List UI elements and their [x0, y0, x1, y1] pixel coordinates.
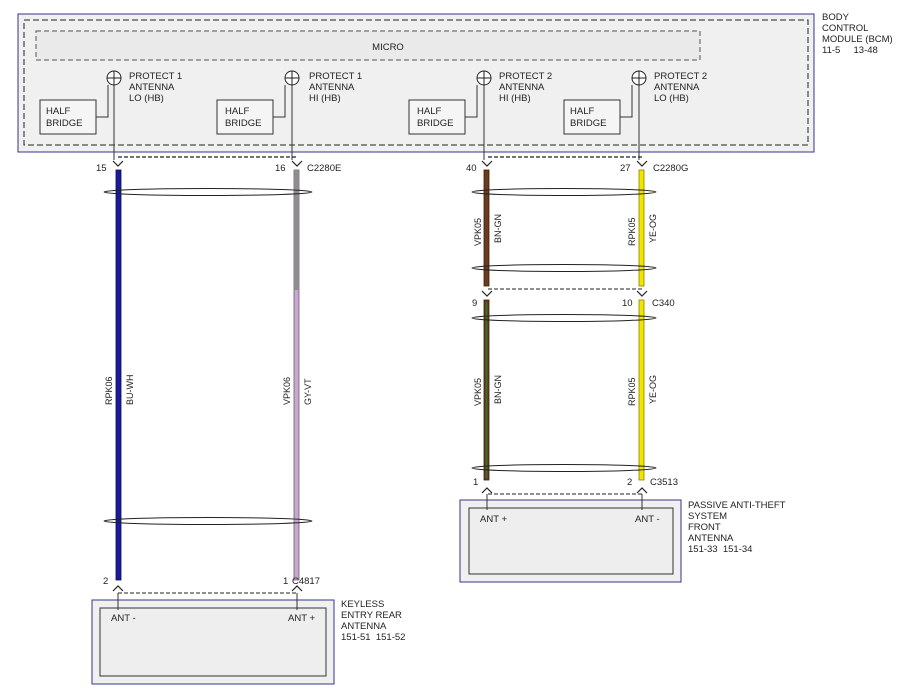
twist-markers — [103, 188, 657, 525]
pin-label: 40 — [466, 163, 477, 174]
pin-label: 15 — [96, 163, 107, 174]
micro-box — [35, 30, 701, 61]
protect-symbol — [106, 70, 122, 86]
wire-circuit-label: RPK05 — [627, 377, 637, 406]
wire-circuit-label: VPK05 — [473, 218, 483, 246]
connector-label: C4817 — [292, 576, 320, 587]
pin-label: 1 — [473, 477, 478, 488]
pin-label: 10 — [622, 298, 633, 309]
bcm-inner-dashed-box — [23, 19, 809, 146]
wire-circuit-label: VPK05 — [473, 378, 483, 406]
protect-symbol — [284, 70, 300, 86]
wire-bu-wh — [115, 169, 122, 581]
keyless-inner-box — [99, 607, 327, 677]
pats-pin-right: ANT - — [635, 514, 660, 525]
protect-symbol — [631, 70, 647, 86]
wire-ye-og-lower — [638, 299, 645, 481]
pats-title: PASSIVE ANTI-THEFT SYSTEM FRONT ANTENNA … — [688, 500, 788, 555]
half-bridge-box — [408, 99, 466, 135]
connector-label: C2280E — [307, 163, 341, 174]
pin-label: 16 — [275, 163, 286, 174]
micro-label: MICRO — [372, 42, 404, 53]
wire-color-label: BN-GN — [493, 214, 503, 243]
wire-circuit-label: VPK06 — [282, 377, 292, 405]
wire-color-label: BN-GN — [493, 375, 503, 404]
half-bridge-box — [216, 99, 274, 135]
connector-label: C3513 — [650, 477, 678, 488]
keyless-title: KEYLESS ENTRY REAR ANTENNA 151-51 151-52 — [341, 599, 405, 643]
keyless-pin-left: ANT - — [111, 613, 136, 624]
keyless-pin-right: ANT + — [288, 613, 315, 624]
pin-label: 1 — [283, 576, 288, 587]
connector-label: C2280G — [653, 163, 688, 174]
module-leads — [117, 494, 643, 610]
wire-gy-vt-upper-shade — [294, 170, 299, 290]
wire-color-label: YE-OG — [648, 375, 658, 404]
bcm-title: BODY CONTROL MODULE (BCM) 11-5 13-48 — [822, 12, 895, 56]
pin-label: 9 — [472, 298, 477, 309]
connector-label: C340 — [652, 298, 675, 309]
pats-pin-left: ANT + — [480, 514, 507, 525]
wire-circuit-label: RPK06 — [104, 376, 114, 405]
wire-bn-gn-upper — [483, 169, 490, 287]
pin-label: 2 — [627, 477, 632, 488]
pin-label: 27 — [620, 163, 631, 174]
half-bridge-box — [563, 99, 621, 135]
protect-symbol — [476, 70, 492, 86]
bcm-internal-leads — [113, 85, 640, 160]
half-bridge-links — [96, 85, 633, 118]
wire-circuit-label: RPK05 — [627, 217, 637, 246]
wire-color-label: YE-OG — [648, 214, 658, 243]
wire-color-label: BU-WH — [125, 375, 135, 406]
pin-label: 2 — [103, 576, 108, 587]
wire-ye-og-upper — [638, 169, 645, 287]
wire-color-label: GY-VT — [303, 378, 313, 405]
half-bridge-box — [39, 99, 97, 135]
pats-inner-box — [468, 507, 674, 575]
pin-chevrons — [112, 160, 648, 592]
